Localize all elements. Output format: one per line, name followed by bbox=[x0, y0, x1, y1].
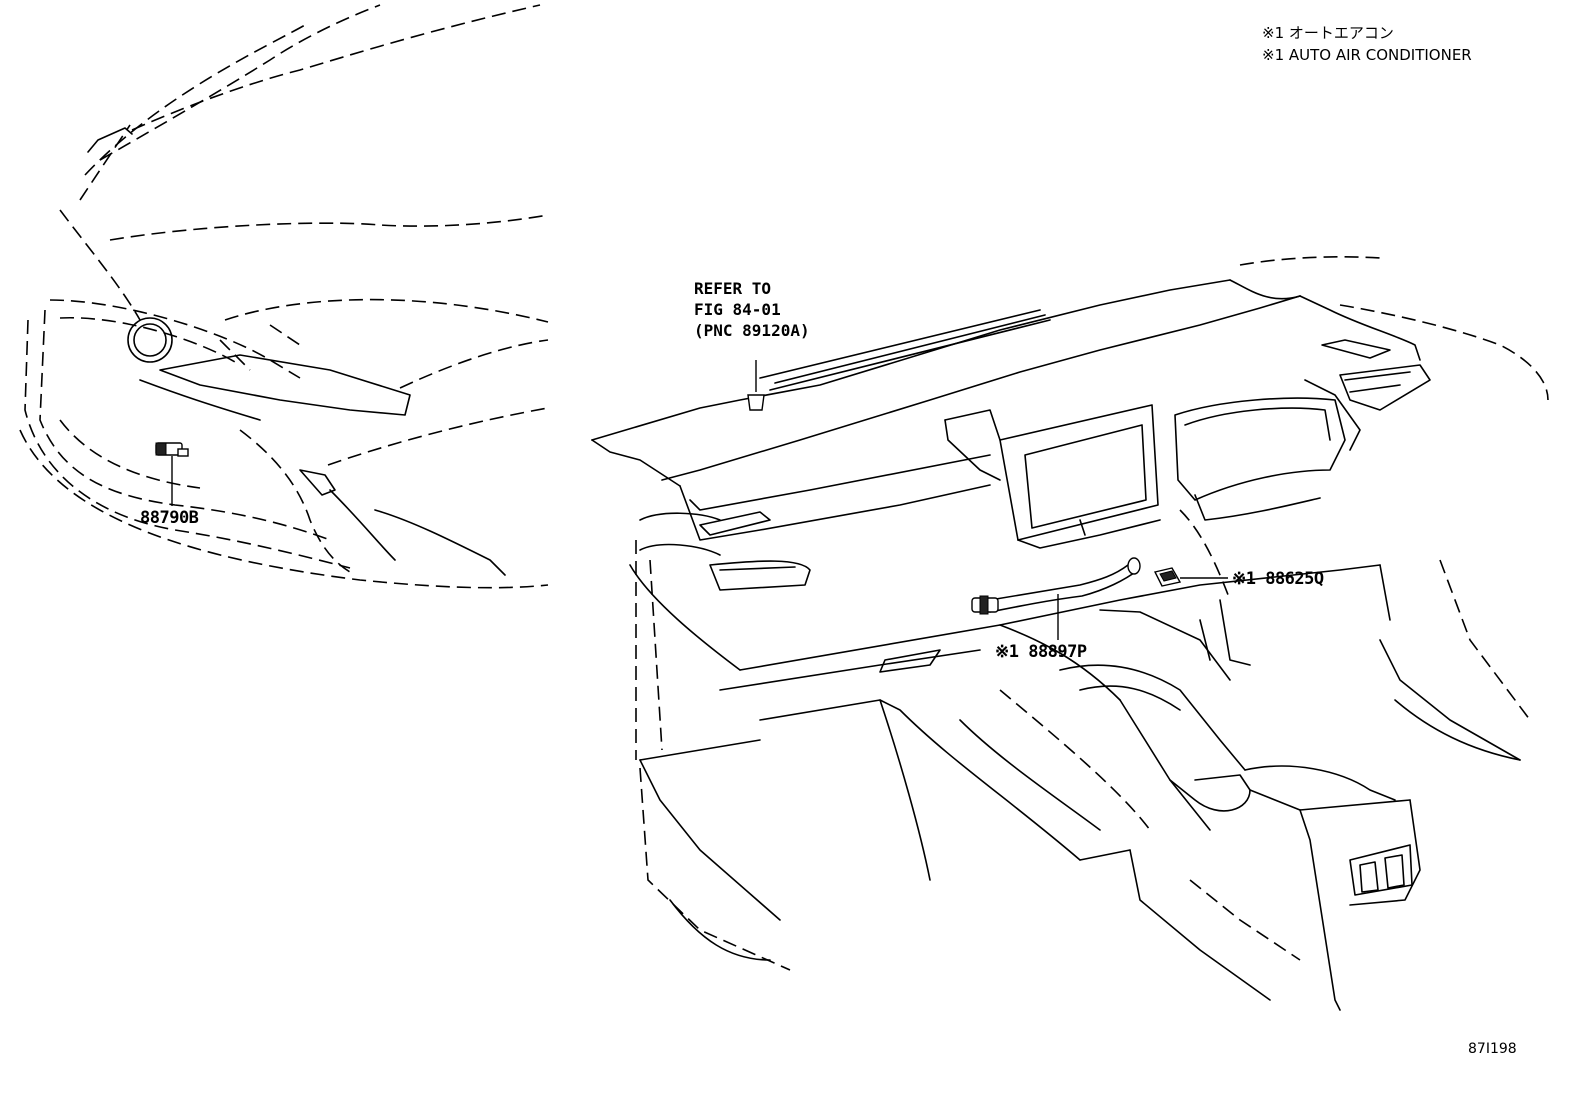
front-vehicle-outline bbox=[19, 4, 549, 589]
reference-line-1: REFER TO bbox=[694, 279, 772, 298]
figure-id: 87I198 bbox=[1468, 1041, 1517, 1057]
part-88790B-symbol bbox=[155, 442, 189, 506]
legend-line-japanese: ※1 オートエアコン bbox=[1262, 24, 1394, 42]
legend-line-english: ※1 AUTO AIR CONDITIONER bbox=[1262, 46, 1472, 64]
dashboard-outline bbox=[591, 256, 1549, 1011]
part-88625Q-symbol bbox=[1153, 567, 1228, 587]
legend: ※1 オートエアコン ※1 AUTO AIR CONDITIONER bbox=[1262, 22, 1472, 66]
part-label-88790B[interactable]: 88790B bbox=[140, 508, 199, 528]
reference-line-3: (PNC 89120A) bbox=[694, 321, 810, 340]
reference-note: REFER TO FIG 84-01 (PNC 89120A) bbox=[694, 278, 810, 341]
part-label-88625Q[interactable]: ※1 88625Q bbox=[1232, 569, 1324, 589]
part-88897P-symbol bbox=[971, 557, 1141, 640]
part-89120A-symbol bbox=[747, 360, 765, 411]
part-label-88897P[interactable]: ※1 88897P bbox=[995, 642, 1087, 662]
reference-line-2: FIG 84-01 bbox=[694, 300, 781, 319]
